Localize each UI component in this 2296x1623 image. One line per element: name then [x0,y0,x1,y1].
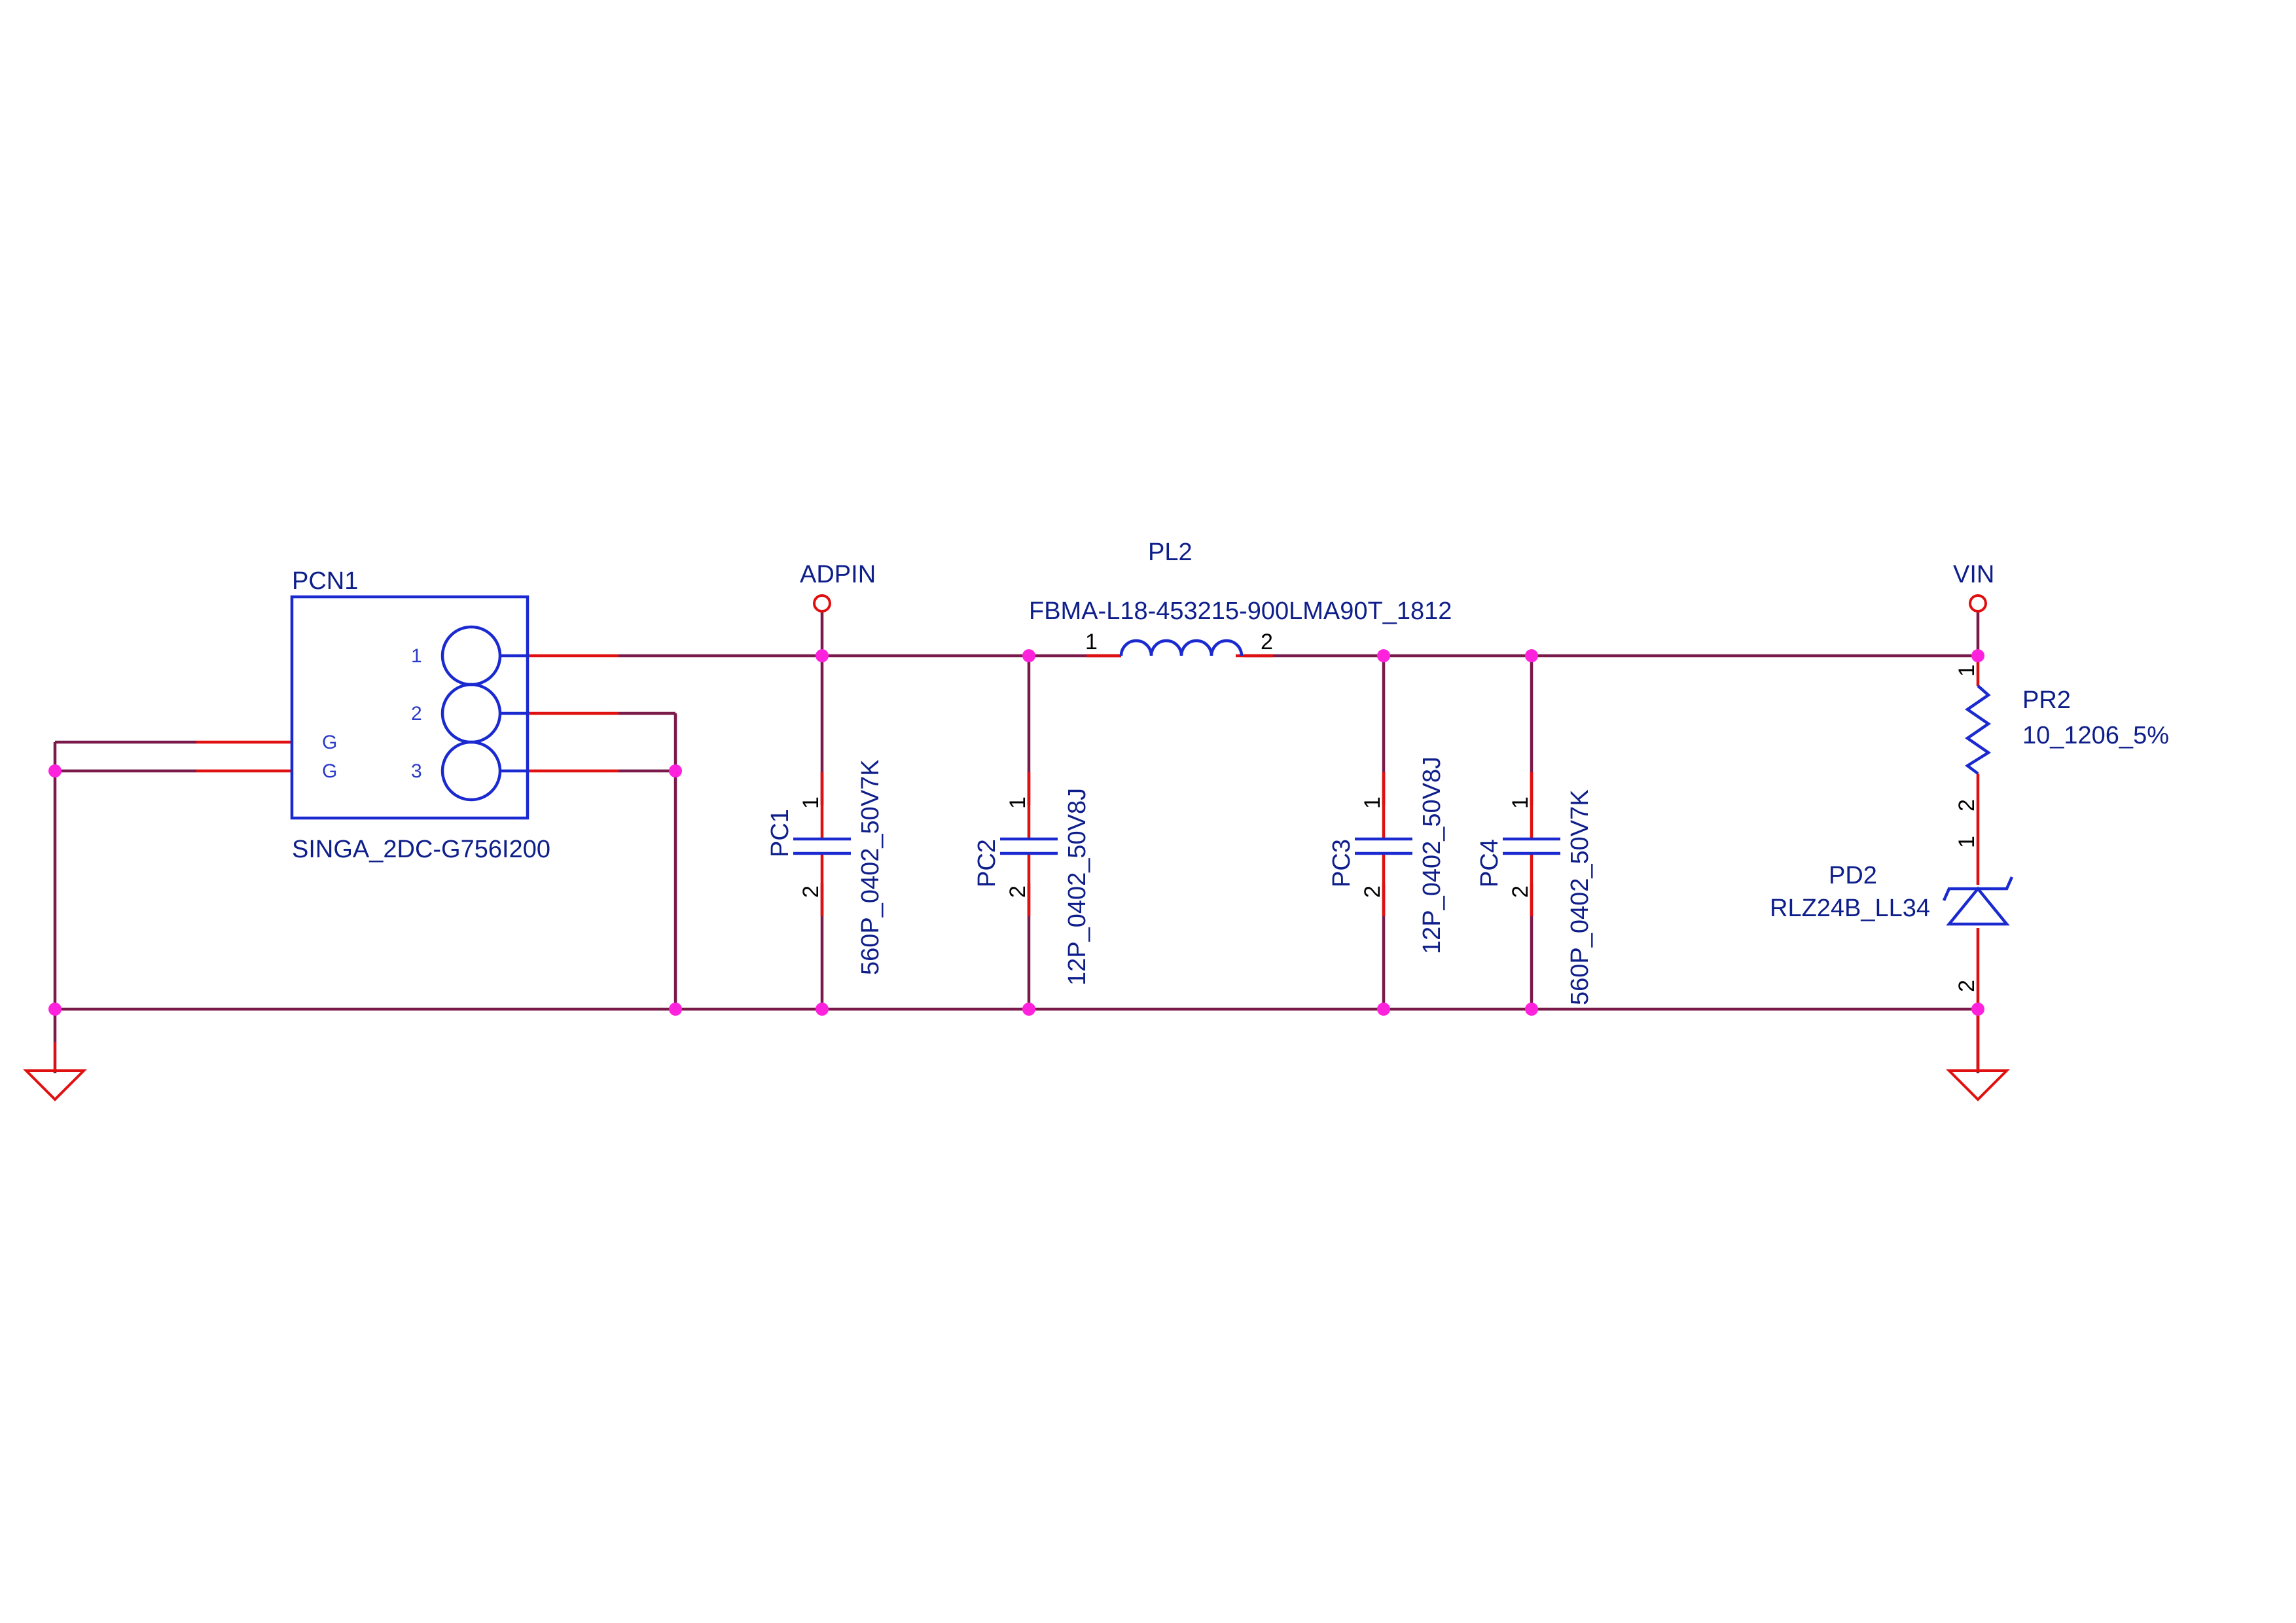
pr2-zigzag [1965,685,1992,775]
pd2-triangle [1946,886,2010,926]
pcn1-pin2-symbol [440,683,502,744]
right-ground-triangle [1946,1069,2010,1101]
pc3-pin1-number: 1 [1360,796,1385,809]
junction-dot [1525,649,1538,662]
junction-dot [669,764,682,777]
junction-dot [669,1003,682,1016]
pc4-capacitor: 1 2 PC4 560P_0402_50V7K [1476,789,1594,1005]
adpin-label: ADPIN [800,561,876,588]
pcn1-pin1-symbol [440,625,502,687]
pl2-pin2-number: 2 [1261,630,1273,654]
pc1-capacitor: 1 2 PC1 560P_0402_50V7K [766,759,884,975]
junction-dot [816,649,829,662]
vin-port-symbol [1969,594,1987,613]
pl2-inductor: 1 2 PL2 FBMA-L18-453215-900LMA90T_1812 [1029,539,1452,656]
pc3-value: 12P_0402_50V8J [1418,757,1446,954]
pcn1-g1-label: G [322,732,337,753]
left-ground-symbol [23,1042,87,1101]
junction-dot [1971,649,1984,662]
pr2-pin2-number: 2 [1954,799,1979,812]
junction-dot [1022,1003,1035,1016]
pc2-value: 12P_0402_50V8J [1064,788,1091,986]
left-ground-triangle [23,1069,87,1101]
vin-label: VIN [1953,561,1994,588]
pcn1-value: SINGA_2DC-G756I200 [292,836,550,863]
pcn1-connector: 1 2 3 G G PCN1 SINGA_2DC-G756I200 [290,567,550,863]
adpin-port-symbol [813,594,831,613]
pc1-ref: PC1 [766,809,794,857]
pc2-pin1-number: 1 [1005,796,1030,809]
pl2-coil [1119,639,1244,656]
pl2-value: FBMA-L18-453215-900LMA90T_1812 [1029,597,1452,625]
pc3-ref: PC3 [1328,839,1355,887]
pc4-pin2-number: 2 [1508,885,1533,898]
pd2-pin2-number: 2 [1954,980,1979,992]
pr2-ref: PR2 [2022,687,2071,714]
junction-dot [1377,1003,1390,1016]
pr2-value: 10_1206_5% [2022,722,2169,749]
pcn1-g2-label: G [322,760,337,782]
pcn1-pin2-number: 2 [411,703,422,724]
junction-dot [1022,649,1035,662]
pr2-pin1-number: 1 [1954,664,1979,677]
pcn1-pin3-number: 3 [411,760,422,782]
pc1-pin2-number: 2 [798,885,823,898]
pc3-pin2-number: 2 [1360,885,1385,898]
pl2-ref: PL2 [1148,539,1193,566]
pin-stubs [196,654,1980,1071]
pd2-ref: PD2 [1829,862,1877,889]
junction-dot [1525,1003,1538,1016]
pc3-capacitor: 1 2 PC3 12P_0402_50V8J [1328,757,1446,954]
pcn1-pin3-symbol [440,740,502,802]
pc4-value: 560P_0402_50V7K [1566,789,1594,1005]
pc1-pin1-number: 1 [798,796,823,809]
pcn1-pin1-number: 1 [411,645,422,667]
pl2-pin1-number: 1 [1085,630,1098,654]
adpin-port: ADPIN [800,561,876,613]
pc4-pin1-number: 1 [1508,796,1533,809]
junction-dot [1377,649,1390,662]
pc2-pin2-number: 2 [1005,885,1030,898]
pc1-value: 560P_0402_50V7K [857,759,884,975]
junction-dot [1971,1003,1984,1016]
junction-dot [48,764,62,777]
pr2-resistor: 1 2 PR2 10_1206_5% [1954,664,2169,812]
pd2-value: RLZ24B_LL34 [1770,895,1930,922]
vin-port: VIN [1953,561,1994,613]
pc4-ref: PC4 [1476,839,1503,887]
pc2-ref: PC2 [973,839,1001,887]
pd2-bar [1942,876,2014,901]
right-ground-symbol [1946,1069,2010,1101]
pd2-pin1-number: 1 [1954,836,1979,848]
pd2-zener-diode: 1 2 PD2 RLZ24B_LL34 [1770,836,2014,992]
pcn1-ref: PCN1 [292,567,358,595]
junctions [48,649,1984,1016]
junction-dot [816,1003,829,1016]
pcn1-body [290,595,529,820]
junction-dot [48,1003,62,1016]
pc2-capacitor: 1 2 PC2 12P_0402_50V8J [973,788,1091,986]
